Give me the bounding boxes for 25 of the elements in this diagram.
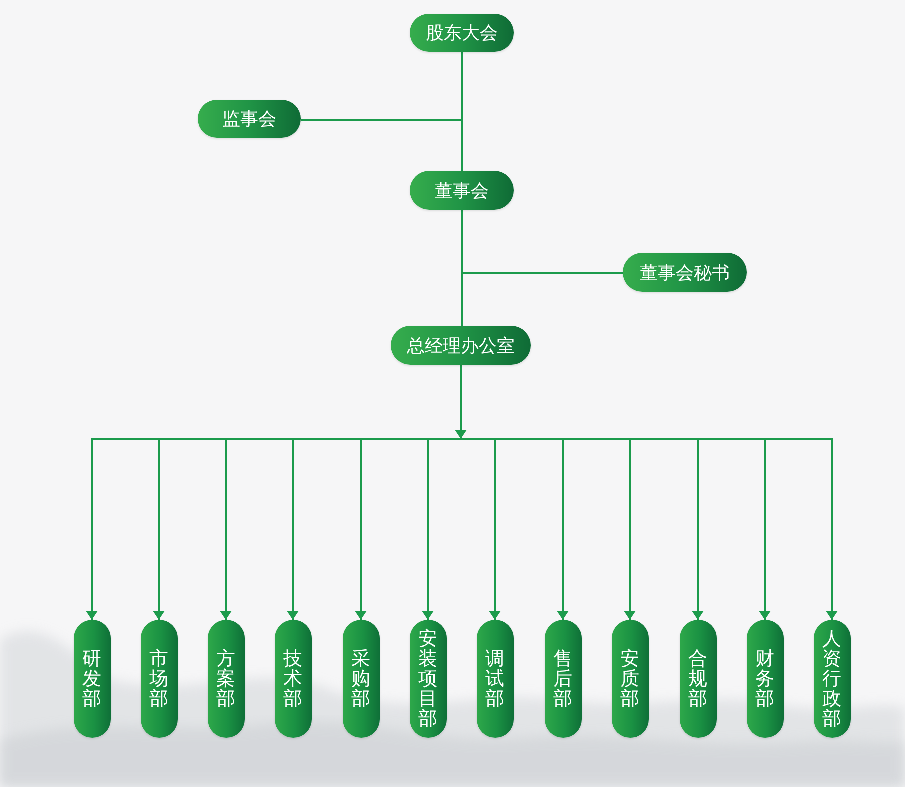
arrow [455, 365, 467, 439]
vertical-pill-box: 安装项目部 [410, 620, 446, 738]
connector-line [301, 119, 462, 121]
pill-box: 总经理办公室 [391, 326, 531, 365]
vertical-pill-box: 调试部 [476, 620, 514, 738]
connector-line [462, 272, 623, 274]
vertical-pill-box: 财务部 [746, 620, 784, 738]
connector-line [461, 273, 463, 326]
pill-box: 董事会 [410, 171, 514, 210]
vertical-pill-box: 技术部 [274, 620, 312, 738]
connector-line [461, 120, 463, 171]
vertical-pill-box: 市场部 [140, 620, 178, 738]
pill-box: 监事会 [198, 100, 301, 138]
connector-line [461, 52, 463, 120]
vertical-pill-box: 合规部 [680, 620, 716, 738]
pill-box: 股东大会 [410, 14, 514, 52]
vertical-pill-box: 售后部 [544, 620, 582, 738]
vertical-pill-box: 方案部 [208, 620, 244, 738]
vertical-pill-box: 研发部 [74, 620, 110, 738]
vertical-pill-box: 人资行政部 [814, 620, 850, 738]
pill-box: 董事会秘书 [623, 253, 747, 292]
connector-line [461, 210, 463, 273]
vertical-pill-box: 安质部 [612, 620, 648, 738]
arrow [422, 438, 461, 620]
vertical-pill-box: 采购部 [342, 620, 380, 738]
